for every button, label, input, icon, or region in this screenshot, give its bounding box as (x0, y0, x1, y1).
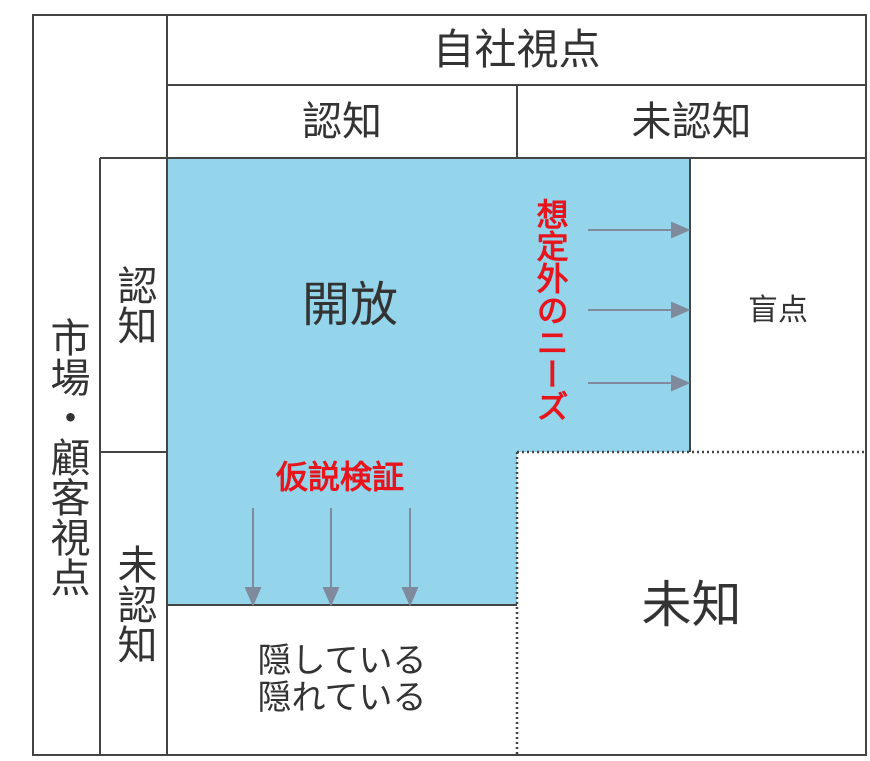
arrow-right-icon (588, 221, 691, 239)
open-area-fill (167, 158, 690, 605)
unknown-area-label: 未知 (641, 575, 742, 634)
blind-spot-label: 盲点 (748, 292, 808, 328)
outer-frame (32, 14, 867, 756)
arrow-down-icon (322, 508, 340, 607)
company-view-header: 自社視点 (432, 24, 601, 74)
market-known-header: 認知 (110, 265, 157, 345)
market-view-header: 市場・顧客視点 (43, 316, 90, 597)
arrow-down-icon (244, 508, 262, 607)
open-area-label: 開放 (301, 276, 398, 333)
arrow-right-icon (588, 374, 691, 392)
unknown-dotted-border (515, 450, 866, 755)
market-unknown-header: 未認知 (110, 543, 157, 664)
hidden-area-label: 隠している 隠れている (167, 630, 517, 730)
unexpected-needs-annotation: 想定外のニーズ (531, 198, 570, 422)
arrow-right-icon (588, 301, 691, 319)
hidden-line-2: 隠れている (257, 678, 427, 718)
company-unknown-header: 未認知 (631, 98, 752, 145)
arrow-down-icon (401, 508, 419, 607)
company-known-header: 認知 (302, 98, 382, 145)
hidden-line-1: 隠している (257, 640, 427, 681)
hypothesis-testing-annotation: 仮説検証 (275, 457, 404, 496)
